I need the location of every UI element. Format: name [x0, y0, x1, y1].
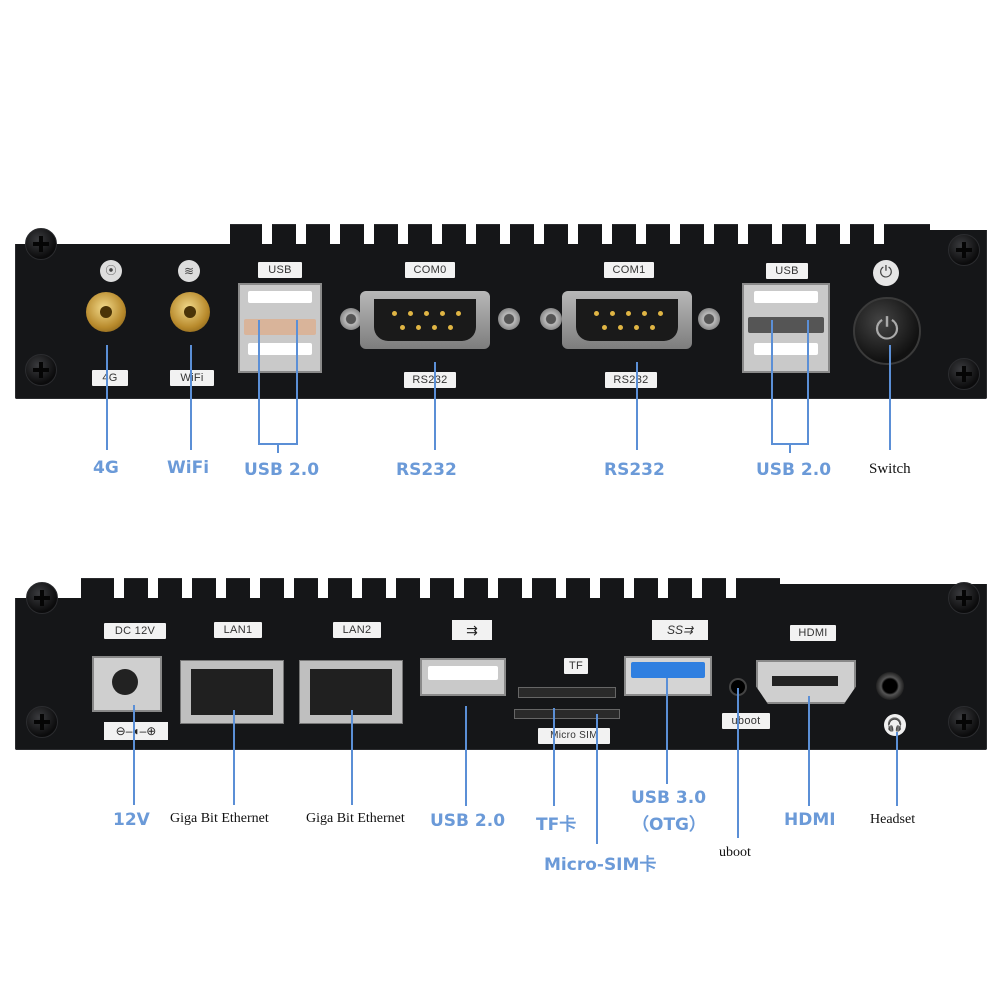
callout-line — [596, 714, 598, 844]
callout-lan2: Giga Bit Ethernet — [306, 811, 405, 826]
callout-usb-left: USB 2.0 — [244, 460, 320, 480]
tag-microsim: Micro SIM — [538, 728, 610, 744]
tag-usb-right: USB — [766, 263, 808, 279]
screw-icon — [26, 582, 58, 614]
audio-jack[interactable] — [876, 672, 904, 700]
callout-headset: Headset — [870, 812, 916, 827]
callout-tf: TF卡 — [536, 815, 577, 835]
callout-line — [789, 443, 791, 453]
usb3-otg-port[interactable] — [624, 656, 712, 696]
callout-rs232-right: RS232 — [604, 460, 665, 480]
screw-icon — [540, 308, 562, 330]
rs232-port-com0[interactable] — [360, 291, 490, 349]
tag-tf: TF — [564, 658, 588, 674]
screw-icon — [948, 582, 980, 614]
rs232-port-com1[interactable] — [562, 291, 692, 349]
tag-com0: COM0 — [405, 262, 455, 278]
tag-usb-left: USB — [258, 262, 302, 278]
callout-line — [133, 705, 135, 805]
tag-rs232-left: RS232 — [404, 372, 456, 388]
tag-dc12v: DC 12V — [104, 623, 166, 639]
usb-icon: ⇉ — [452, 620, 492, 640]
callout-line — [666, 678, 668, 784]
callout-line — [233, 710, 235, 805]
callout-line — [190, 345, 192, 450]
tag-hdmi: HDMI — [790, 625, 836, 641]
callout-line — [896, 732, 898, 806]
callout-rs232-left: RS232 — [396, 460, 457, 480]
callout-line — [553, 708, 555, 806]
callout-usb3: USB 3.0 — [631, 788, 707, 808]
callout-usb-right: USB 2.0 — [756, 460, 832, 480]
headset-icon: 🎧 — [884, 714, 906, 736]
callout-switch: Switch — [869, 461, 911, 477]
usb2-port[interactable] — [420, 658, 506, 696]
screw-icon — [948, 234, 980, 266]
tf-card-slot[interactable] — [518, 687, 616, 698]
callout-line — [808, 696, 810, 806]
callout-microsim: Micro-SIM卡 — [544, 855, 657, 875]
lte-antenna-connector[interactable] — [86, 292, 126, 332]
hdmi-port[interactable] — [756, 660, 856, 704]
callout-line — [807, 320, 809, 444]
usb-port-left[interactable] — [238, 283, 322, 373]
signal-icon: ⦿ — [100, 260, 122, 282]
screw-icon — [948, 706, 980, 738]
microsim-slot[interactable] — [514, 709, 620, 719]
callout-uboot: uboot — [719, 845, 751, 860]
wifi-antenna-connector[interactable] — [170, 292, 210, 332]
callout-usb2: USB 2.0 — [430, 811, 506, 831]
screw-icon — [340, 308, 362, 330]
screw-icon — [948, 358, 980, 390]
callout-wifi: WiFi — [167, 458, 210, 478]
dc-power-jack[interactable] — [92, 656, 162, 712]
callout-line — [465, 706, 467, 806]
callout-line — [106, 345, 108, 450]
callout-line — [737, 688, 739, 838]
screw-icon — [698, 308, 720, 330]
tag-4g: 4G — [92, 370, 128, 386]
screw-icon — [26, 706, 58, 738]
ethernet-port-lan1[interactable] — [180, 660, 284, 724]
screw-icon — [25, 354, 57, 386]
callout-line — [351, 710, 353, 805]
wifi-icon: ≋ — [178, 260, 200, 282]
screw-icon — [25, 228, 57, 260]
tag-com1: COM1 — [604, 262, 654, 278]
callout-12v: 12V — [113, 810, 150, 830]
callout-line — [636, 362, 638, 450]
callout-line — [258, 320, 260, 444]
tag-rs232-right: RS232 — [605, 372, 657, 388]
power-icon: ⏻ — [873, 260, 899, 286]
tag-lan1: LAN1 — [214, 622, 262, 638]
callout-line — [277, 443, 279, 453]
callout-lan1: Giga Bit Ethernet — [170, 811, 269, 826]
callout-4g: 4G — [93, 458, 119, 478]
polarity-icon: ⊖–◖–⊕ — [104, 722, 168, 740]
superspeed-usb-icon: SS⇉ — [652, 620, 708, 640]
tag-uboot: uboot — [722, 713, 770, 729]
callout-line — [296, 320, 298, 444]
tag-lan2: LAN2 — [333, 622, 381, 638]
usb-port-right[interactable] — [742, 283, 830, 373]
power-button[interactable]: ⏻ — [853, 297, 921, 365]
callout-hdmi: HDMI — [784, 810, 836, 830]
callout-line — [771, 320, 773, 444]
tag-wifi: WiFi — [170, 370, 214, 386]
callout-otg: （OTG） — [632, 815, 707, 835]
callout-line — [889, 345, 891, 450]
screw-icon — [498, 308, 520, 330]
callout-line — [434, 362, 436, 450]
